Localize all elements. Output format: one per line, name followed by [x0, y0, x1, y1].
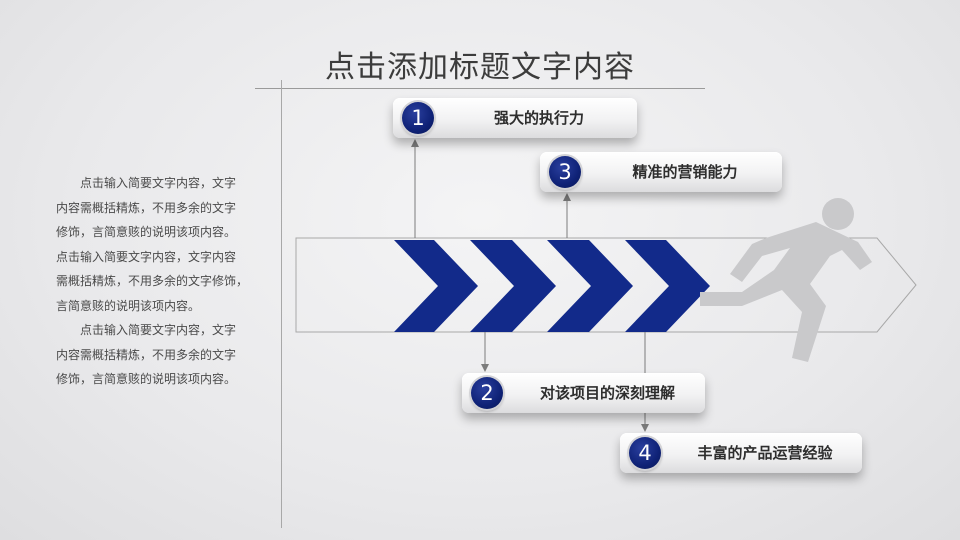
desc-line: 点击输入简要文字内容，文字: [80, 176, 237, 190]
step-label: 对该项目的深刻理解: [539, 384, 675, 402]
chevron-4: [625, 240, 710, 332]
desc-line: 修饰，言简意赅的说明该项内容。: [56, 372, 237, 386]
description-paragraph-2: 点击输入简要文字内容，文字 内容需概括精炼，不用多余的文字 修饰，言简意赅的说明…: [56, 318, 264, 392]
chevron-1: [394, 240, 478, 332]
description-paragraph-1: 点击输入简要文字内容，文字 内容需概括精炼，不用多余的文字 修饰，言简意赅的说明…: [56, 171, 264, 318]
step-label: 强大的执行力: [493, 109, 584, 127]
desc-line: 需概括精炼，不用多余的文字修饰，: [56, 274, 249, 288]
chevron-2: [470, 240, 556, 332]
description-text: 点击输入简要文字内容，文字 内容需概括精炼，不用多余的文字 修饰，言简意赅的说明…: [56, 171, 264, 392]
desc-line: 内容需概括精炼，不用多余的文字: [56, 347, 237, 362]
step-3-box: 3 精准的营销能力: [540, 152, 782, 192]
step-label: 丰富的产品运营经验: [697, 444, 833, 462]
page-title: 点击添加标题文字内容: [325, 50, 635, 85]
step-2-box: 2 对该项目的深刻理解: [462, 373, 705, 413]
chevron-3: [547, 240, 633, 332]
desc-line: 言简意赅的说明该项内容。: [56, 298, 201, 313]
desc-line: 内容需概括精炼，不用多余的文字: [56, 200, 237, 215]
step-1-box: 1 强大的执行力: [393, 98, 637, 138]
running-person-icon: [700, 198, 872, 362]
step-label: 精准的营销能力: [632, 163, 738, 181]
step-number-badge: 1: [402, 102, 434, 134]
step-number-badge: 4: [629, 437, 661, 469]
step-number-badge: 2: [471, 377, 503, 409]
desc-line: 修饰，言简意赅的说明该项内容。: [56, 225, 237, 239]
step-4-box: 4 丰富的产品运营经验: [620, 433, 862, 473]
desc-line: 点击输入简要文字内容，文字: [80, 323, 237, 337]
vertical-divider: [281, 80, 282, 528]
chevron-group: [394, 240, 710, 332]
title-underline: [255, 88, 705, 89]
step-number-badge: 3: [549, 156, 581, 188]
desc-line: 点击输入简要文字内容，文字内容: [56, 249, 237, 264]
